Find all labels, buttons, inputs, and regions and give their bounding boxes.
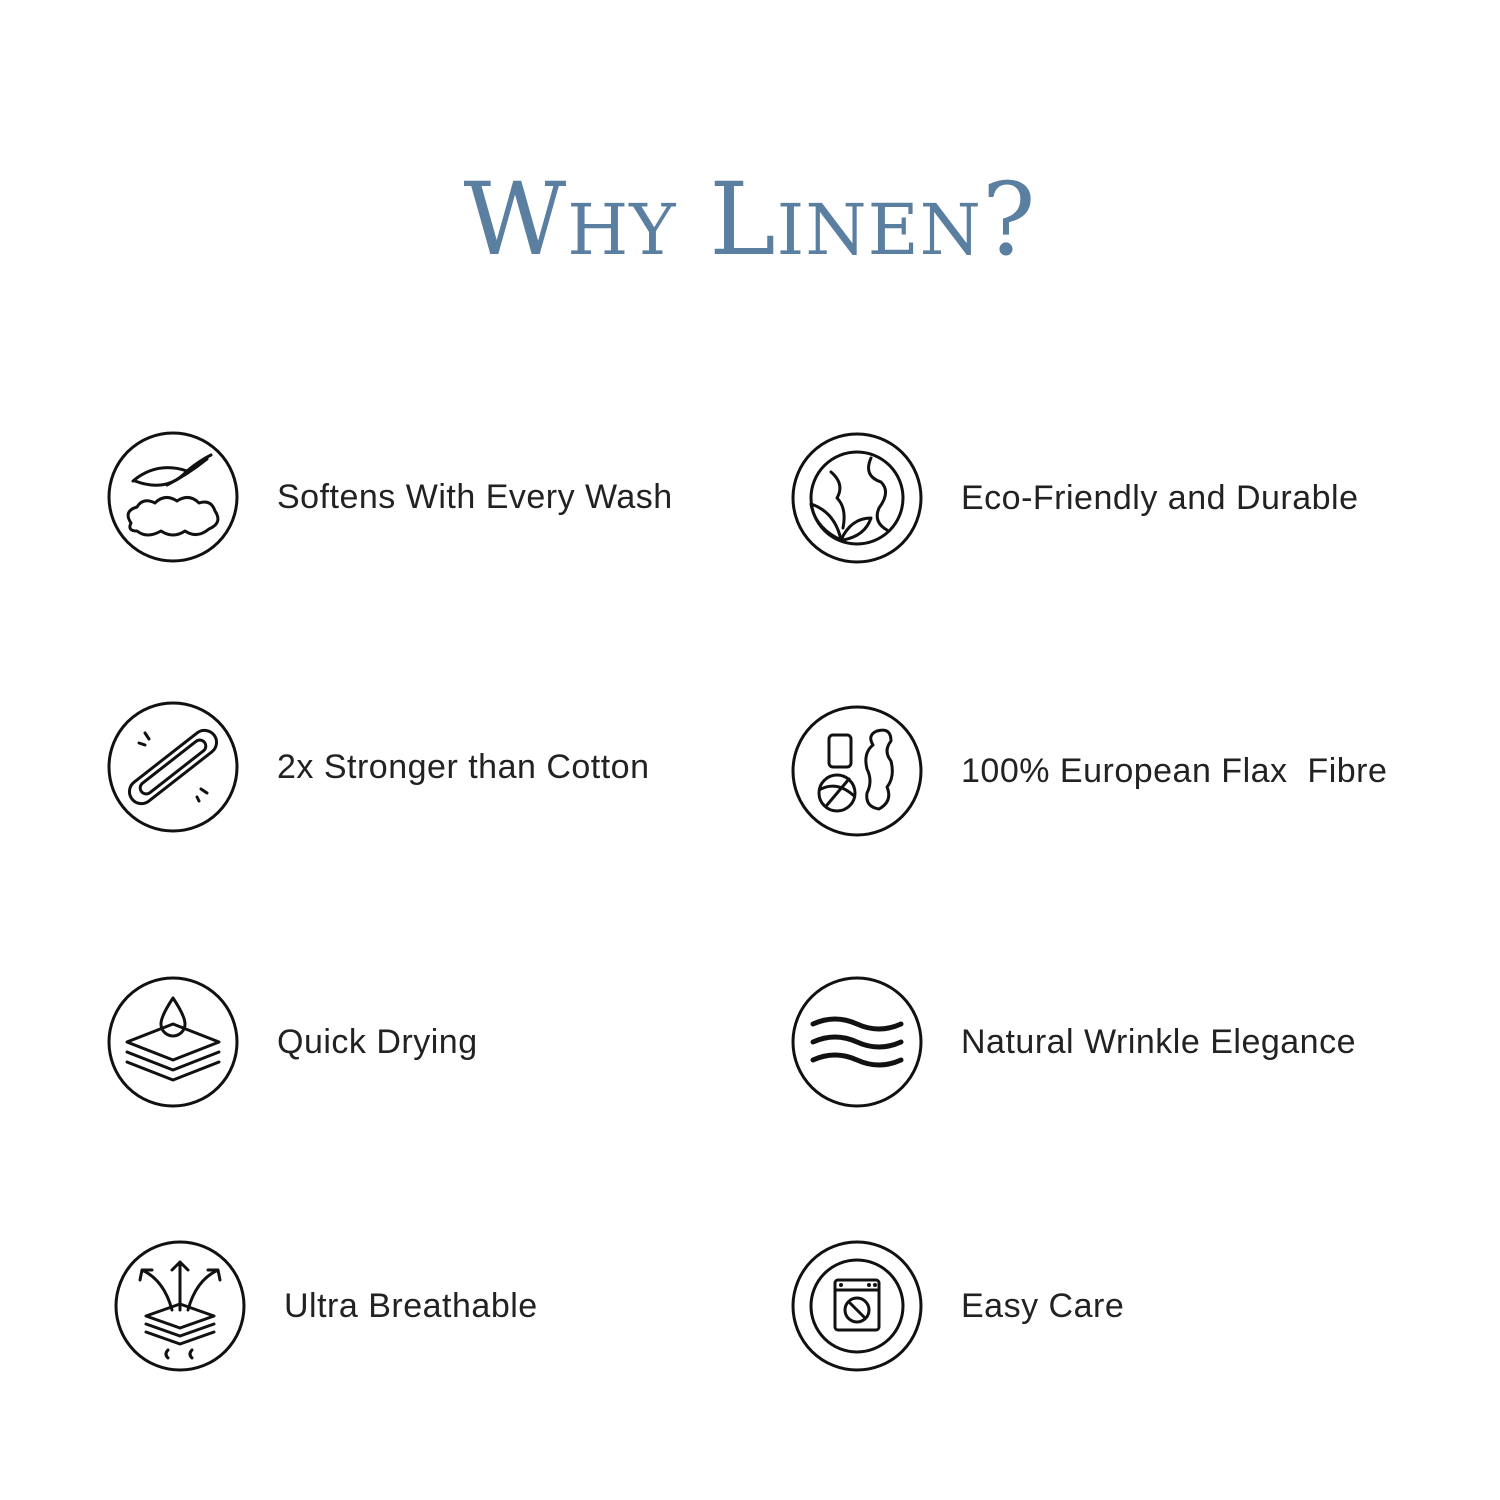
globe-leaf-icon xyxy=(791,432,923,564)
feature-label: Natural Wrinkle Elegance xyxy=(961,1022,1356,1061)
feature-label: Softens With Every Wash xyxy=(277,477,673,516)
feature-easy-care: Easy Care xyxy=(791,1240,1124,1372)
page-title: Why Linen? xyxy=(463,161,1037,278)
feature-label: Easy Care xyxy=(961,1286,1125,1325)
feather-cloud-icon xyxy=(107,431,239,563)
feature-quick-drying: Quick Drying xyxy=(107,976,478,1108)
feature-label: 100% European Flax Fibre xyxy=(961,751,1388,790)
feature-label: Quick Drying xyxy=(277,1022,478,1061)
feature-flax: 100% European Flax Fibre xyxy=(791,705,1387,837)
water-drop-layers-icon xyxy=(107,976,239,1108)
washing-machine-icon xyxy=(791,1240,923,1372)
waves-icon xyxy=(791,976,923,1108)
feature-eco: Eco-Friendly and Durable xyxy=(791,432,1359,564)
feature-softens: Softens With Every Wash xyxy=(107,431,673,563)
feature-stronger: 2x Stronger than Cotton xyxy=(107,701,650,833)
breathable-layers-icon xyxy=(114,1240,246,1372)
feature-wrinkle: Natural Wrinkle Elegance xyxy=(791,976,1356,1108)
yarn-spools-icon xyxy=(791,705,923,837)
feature-label: Eco-Friendly and Durable xyxy=(961,478,1359,517)
feature-breathable: Ultra Breathable xyxy=(114,1240,538,1372)
feature-label: 2x Stronger than Cotton xyxy=(277,747,650,786)
chain-link-icon xyxy=(107,701,239,833)
feature-label: Ultra Breathable xyxy=(284,1286,538,1325)
